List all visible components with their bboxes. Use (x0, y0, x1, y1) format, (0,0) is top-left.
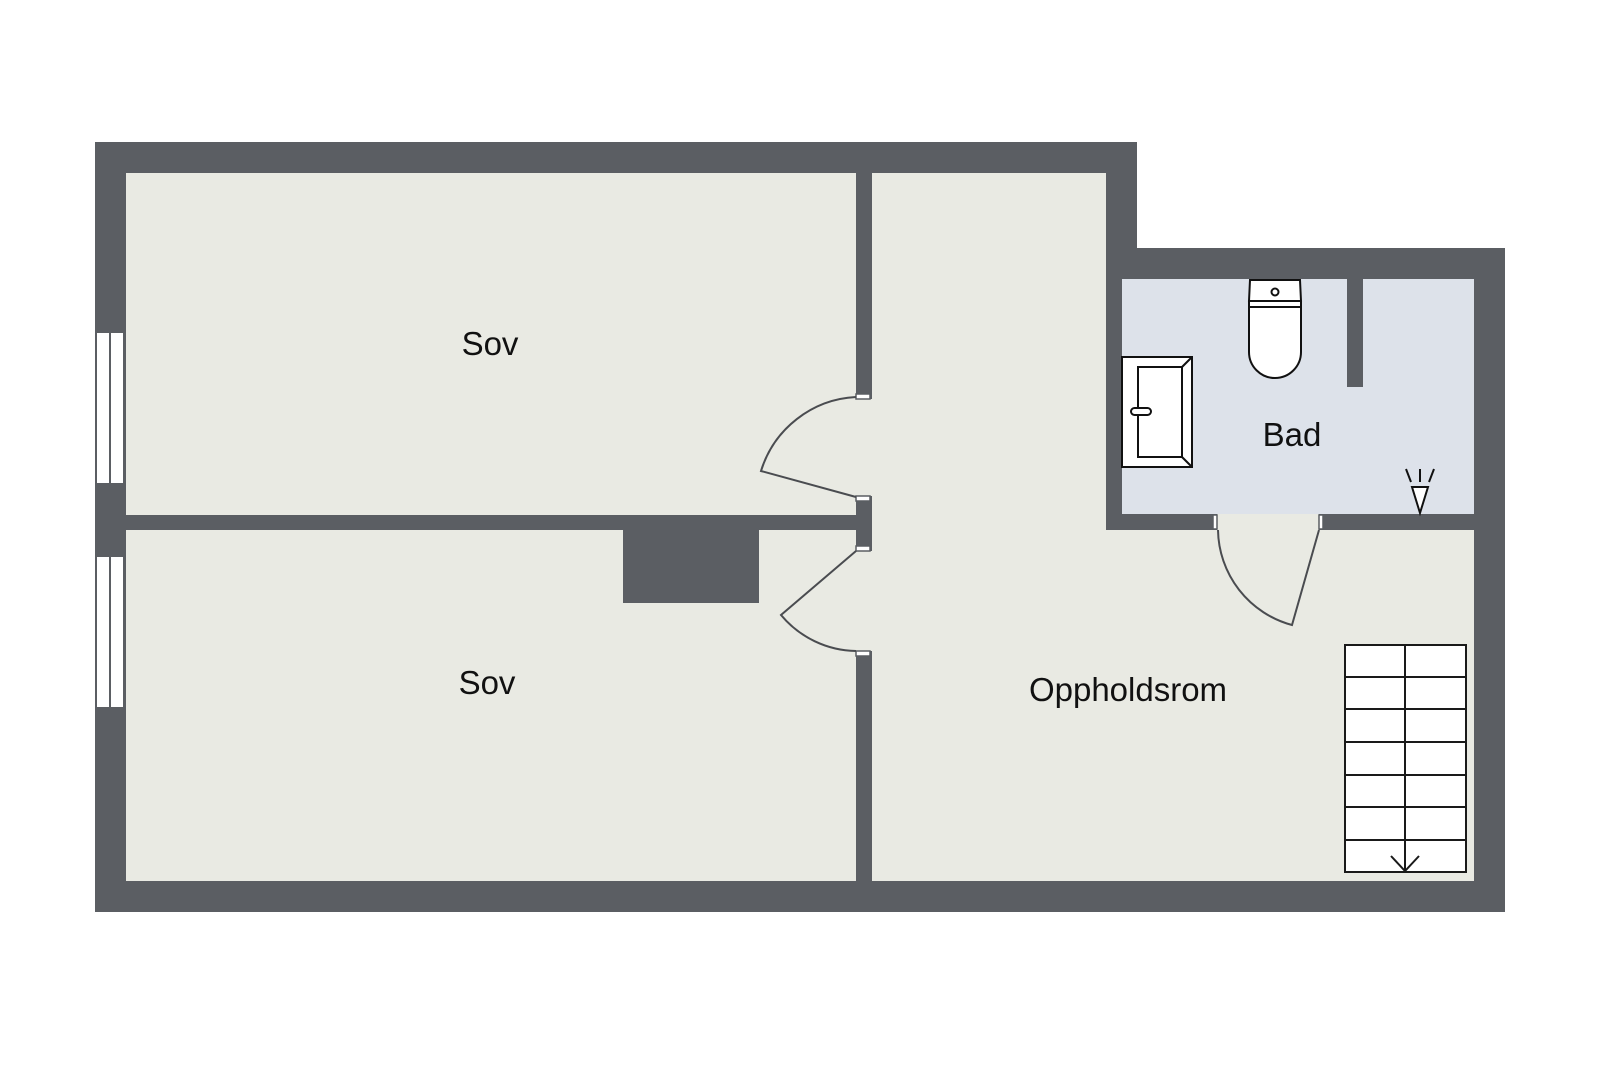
toilet-icon (1247, 279, 1303, 379)
room-label-bad: Bad (1262, 416, 1322, 453)
room-label-sov-2: Sov (458, 664, 516, 701)
floor-sov-1 (126, 173, 856, 515)
room-label-sov-1: Sov (461, 325, 519, 362)
floor-oppholdsrom (872, 173, 1474, 881)
door-sov-2 (779, 550, 857, 652)
interior-walls (623, 279, 1363, 603)
staircase-icon (1344, 644, 1467, 873)
sov2-door-opening (856, 551, 872, 651)
window-sov-1 (95, 331, 125, 485)
floors (126, 173, 1474, 881)
door-sov-1 (759, 396, 857, 498)
shower-icon (1121, 356, 1193, 468)
room-label-oppholdsrom: Oppholdsrom (1028, 671, 1228, 708)
sov1-door-opening (856, 399, 872, 496)
doors (759, 396, 1320, 652)
window-sov-2 (95, 555, 125, 709)
door-bad (1217, 529, 1320, 627)
floor-drain-icon (1405, 468, 1435, 517)
bad-door-opening (1217, 514, 1319, 530)
door-jambs (855, 393, 1324, 657)
windows (95, 331, 125, 709)
arrow-down-icon (1390, 855, 1420, 873)
